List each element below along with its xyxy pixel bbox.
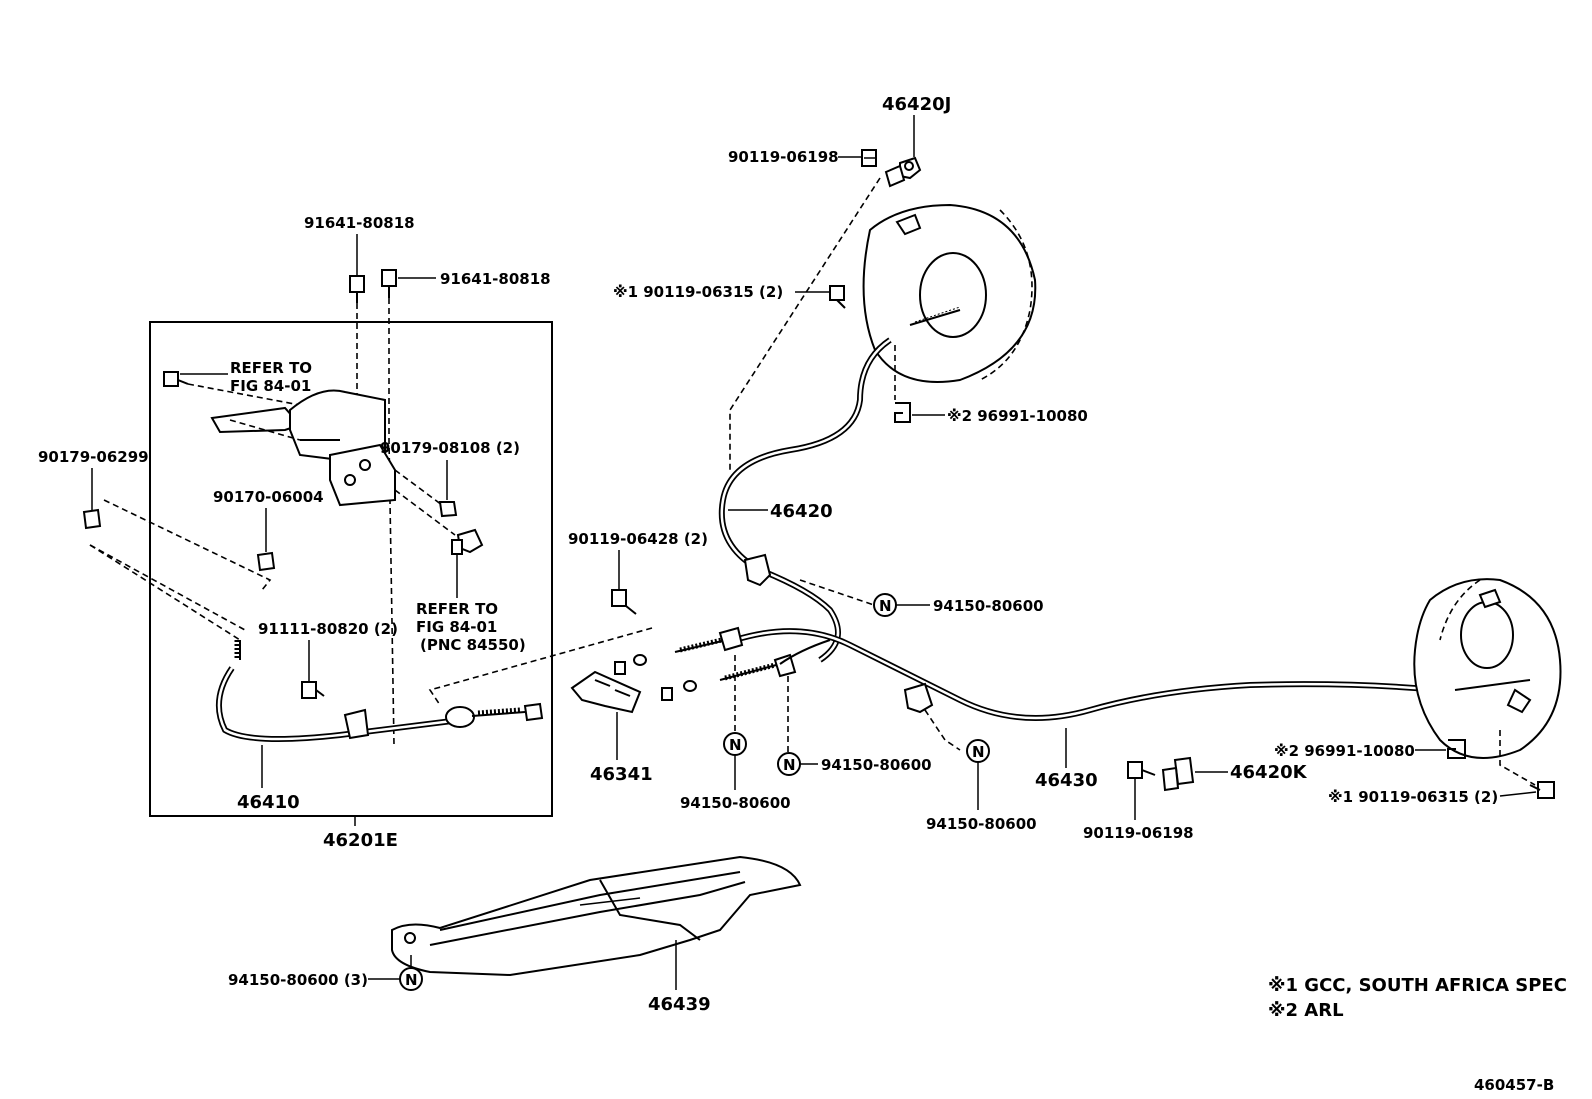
bolt-91111-80820[interactable] xyxy=(301,681,325,699)
parking-brake-lever[interactable] xyxy=(210,389,396,507)
label-90179-08108: 90179-08108 (2) xyxy=(380,439,520,457)
leader-90119-06315-right xyxy=(1499,791,1537,797)
guide-bolt-91641-b xyxy=(388,298,395,746)
label-46201e: 46201E xyxy=(323,830,398,851)
brake-backing-plate-upper xyxy=(862,203,1037,383)
label-90119-06198-top: 90119-06198 xyxy=(728,148,839,166)
label-90119-06198-bottom: 90119-06198 xyxy=(1083,824,1194,842)
n-clip-94150-a[interactable]: N xyxy=(873,593,897,617)
brake-backing-plate-lower xyxy=(1413,578,1562,759)
clip-96991-10080-right[interactable] xyxy=(1447,739,1466,759)
guide-switch xyxy=(394,489,456,536)
label-91111: 91111-80820 (2) xyxy=(258,620,398,638)
label-94150-d: 94150-80600 xyxy=(926,815,1037,833)
guide-nut-06299-b xyxy=(89,544,246,631)
label-46439: 46439 xyxy=(648,994,711,1015)
bolt-90119-06315-top[interactable] xyxy=(829,285,846,309)
label-refer-1-line1: REFER TO xyxy=(230,359,312,377)
label-94150-b: 94150-80600 xyxy=(680,794,791,812)
n-clip-94150-c[interactable]: N xyxy=(777,752,801,776)
bolt-90119-06315-right[interactable] xyxy=(1529,781,1555,799)
switch-refer-fig-84-01-lower[interactable] xyxy=(451,528,484,555)
nut-90179-06299[interactable] xyxy=(82,508,102,530)
bracket-46420j[interactable] xyxy=(884,156,922,188)
note-1: ※1 GCC, SOUTH AFRICA SPEC xyxy=(1268,975,1567,996)
label-94150-3: 94150-80600 (3) xyxy=(228,971,368,989)
label-46341: 46341 xyxy=(590,764,653,785)
cable-retainer-lower xyxy=(903,682,934,714)
label-96991-right: ※2 96991-10080 xyxy=(1274,742,1415,760)
label-90119-06428: 90119-06428 (2) xyxy=(568,530,708,548)
bracket-46420k[interactable] xyxy=(1161,756,1195,792)
guide-nut-06299-a xyxy=(103,499,272,591)
clip-96991-10080-top[interactable] xyxy=(894,402,911,423)
guide-bolt-06428 xyxy=(428,627,653,706)
label-46420: 46420 xyxy=(770,501,833,522)
label-90179-06299: 90179-06299 xyxy=(38,448,149,466)
bolt-90119-06198-top[interactable] xyxy=(861,149,877,167)
label-90119-06315-right: ※1 90119-06315 (2) xyxy=(1328,788,1498,806)
figure-id: 460457-B xyxy=(1474,1076,1554,1094)
bolt-91641-80818-b[interactable] xyxy=(381,269,397,298)
label-90170-06004: 90170-06004 xyxy=(213,488,324,506)
n-clip-94150-3[interactable]: N xyxy=(399,967,423,991)
label-46410: 46410 xyxy=(237,792,300,813)
label-refer-2-line1: REFER TO xyxy=(416,600,498,618)
svg-text:N: N xyxy=(405,971,418,989)
guide-n-clip-a xyxy=(799,579,875,606)
note-2: ※2 ARL xyxy=(1268,1000,1344,1021)
equalizer-46341[interactable] xyxy=(570,670,642,714)
label-94150-a: 94150-80600 xyxy=(933,597,1044,615)
cable-retainer-upper xyxy=(743,553,772,587)
cable-46410[interactable] xyxy=(215,640,544,742)
svg-text:N: N xyxy=(879,597,892,615)
screw-refer-fig-84-01-upper[interactable] xyxy=(163,371,189,387)
label-91641-b: 91641-80818 xyxy=(440,270,551,288)
guide-refer-1 xyxy=(187,383,301,406)
bolt-90119-06198-bottom[interactable] xyxy=(1127,761,1156,779)
n-clip-94150-b[interactable]: N xyxy=(723,732,747,756)
label-refer-1-line2: FIG 84-01 xyxy=(230,377,311,395)
cable-46430[interactable] xyxy=(734,628,1441,721)
label-91641-a: 91641-80818 xyxy=(304,214,415,232)
svg-text:N: N xyxy=(783,756,796,774)
nut-90179-08108[interactable] xyxy=(438,501,458,518)
bolt-90119-06428[interactable] xyxy=(611,589,637,615)
bolt-91641-80818-a[interactable] xyxy=(349,275,365,303)
guide-n-clip-d xyxy=(924,709,961,751)
guide-nut-08108 xyxy=(394,469,443,506)
label-refer-2-line2: FIG 84-01 xyxy=(416,618,497,636)
label-46430: 46430 xyxy=(1035,770,1098,791)
label-refer-2-line3: (PNC 84550) xyxy=(420,636,526,654)
svg-text:N: N xyxy=(972,743,985,761)
label-46420k: 46420K xyxy=(1230,762,1308,783)
guide-cable-46410 xyxy=(89,544,241,641)
guide-dashed-46420j xyxy=(729,177,881,470)
label-90119-06315-top: ※1 90119-06315 (2) xyxy=(613,283,783,301)
guide-bolt-right xyxy=(1499,730,1536,786)
svg-text:N: N xyxy=(729,736,742,754)
heat-insulator-46439[interactable] xyxy=(391,855,802,977)
cable-46420[interactable] xyxy=(718,337,892,663)
nut-90170-06004[interactable] xyxy=(256,551,276,572)
lever-assembly-frame xyxy=(149,321,553,817)
label-94150-c: 94150-80600 xyxy=(821,756,932,774)
cable-end-upper xyxy=(614,626,744,675)
cable-end-lower xyxy=(661,639,831,701)
label-46420j: 46420J xyxy=(882,94,951,115)
n-clip-94150-d[interactable]: N xyxy=(966,739,990,763)
label-96991-top: ※2 96991-10080 xyxy=(947,407,1088,425)
